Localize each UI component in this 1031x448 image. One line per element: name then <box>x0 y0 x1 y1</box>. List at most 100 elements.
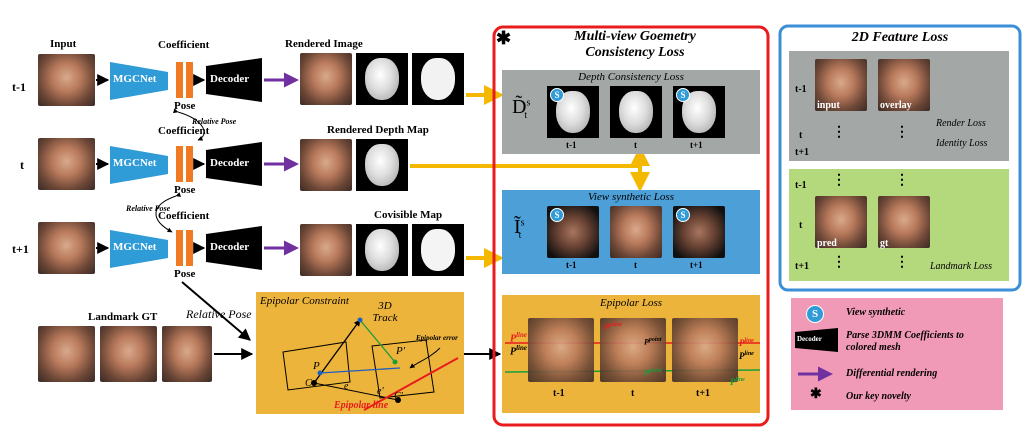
depth-frame-t-1: t-1 <box>566 140 577 150</box>
input-label: Input <box>50 38 77 50</box>
p-line-right-red-sup: line <box>744 338 754 344</box>
rendered-image-mask-1b <box>412 53 464 105</box>
p-point-2-sup: point <box>648 337 662 343</box>
decoder-block-2: Decoder <box>210 157 250 169</box>
covisible-mask-b <box>412 224 464 276</box>
covisible-map-label: Covisible Map <box>374 209 443 221</box>
epipolar-line-label: Epipolar line <box>334 400 389 411</box>
p-line-right-black-base: P <box>739 351 745 361</box>
view-frame-t: t <box>634 260 637 270</box>
render-dots-2: ⋮ <box>895 125 909 140</box>
legend-novelty: Our key novelty <box>846 391 911 402</box>
time-label-t-1: t-1 <box>12 80 26 94</box>
p-line-black-base: P <box>510 346 517 358</box>
mgcnet-label-1: MGCNet <box>113 73 157 85</box>
view-synthetic-icon: S <box>550 88 564 102</box>
covisible-mask-a <box>356 224 408 276</box>
render-row-t: t <box>799 130 803 141</box>
landmark-dots-top-2: ⋮ <box>895 173 909 188</box>
mvgc-title: Multi-view Goemetry Consistency Loss <box>515 29 755 61</box>
view-frame-t+1: t+1 <box>690 260 703 270</box>
landmark-row-t+1: t+1 <box>795 261 810 272</box>
covisible-face <box>300 224 352 276</box>
landmark-dots-bottom-1: ⋮ <box>832 255 846 270</box>
landmark-dots-bottom-2: ⋮ <box>895 255 909 270</box>
view-synthetic-icon: S <box>550 208 564 222</box>
p-line-red-base: P <box>510 333 517 345</box>
view-symbol-sub: t <box>518 230 522 241</box>
mgcnet-label-2: MGCNet <box>113 157 157 169</box>
landmark-row-t-1: t-1 <box>795 180 807 191</box>
mgcnet-label-3: MGCNet <box>113 241 157 253</box>
epipolar-error-label: Epipolar error <box>416 334 458 342</box>
p-line-right-red: Pline <box>739 338 754 348</box>
landmark-pred-label: pred <box>817 238 837 249</box>
decoder-block-3: Decoder <box>210 241 250 253</box>
depth-frame-t+1: t+1 <box>690 140 703 150</box>
p-line-right-green: Pline <box>730 377 745 387</box>
render-dots-1: ⋮ <box>832 125 846 140</box>
p-line-black-sup: line <box>516 344 527 352</box>
key-novelty-star: ✱ <box>496 28 512 48</box>
depth-loss-symbol: D̃st <box>512 96 530 121</box>
rendered-image-mask-1a <box>356 53 408 105</box>
pose-label-3: Pose <box>174 268 196 280</box>
p-point-3-sup: point <box>648 368 662 374</box>
p-point-2-base: P <box>644 337 649 347</box>
input-image-t <box>38 138 95 190</box>
depth-mask-t+1 <box>673 86 725 138</box>
depth-mask-t <box>610 86 662 138</box>
decoder-block-1: Decoder <box>210 73 250 85</box>
input-image-t+1 <box>38 222 95 274</box>
epipolar-image-t-1 <box>528 318 594 382</box>
landmark-pred-image <box>815 196 867 248</box>
relative-pose-label-small-2: Relative Pose <box>126 204 171 213</box>
view-frame-t-1: t-1 <box>566 260 577 270</box>
mgcnet-block-3 <box>110 230 168 268</box>
rendered-depth-mask <box>356 139 408 191</box>
p-point-label-1: Ppoint <box>604 322 622 332</box>
p-point-1-sup: point <box>608 322 622 328</box>
camera-C-label: C <box>305 378 312 389</box>
mvgc-title-line2: Consistency Loss <box>585 45 685 60</box>
render-overlay-label: overlay <box>880 100 912 111</box>
time-label-t: t <box>20 158 24 172</box>
render-row-t-1: t-1 <box>795 84 807 95</box>
legend-differential: Differential rendering <box>846 368 938 379</box>
p-point-label-3: Ppoint <box>644 368 662 378</box>
render-input-label: input <box>817 100 840 111</box>
epipole-e-label: e <box>344 381 349 392</box>
mgcnet-block-1 <box>110 62 168 100</box>
landmark-gt-image-2 <box>100 326 157 382</box>
render-loss-label: Render Loss <box>936 118 986 129</box>
depth-mask-t-1 <box>547 86 599 138</box>
landmark-gt-label: Landmark GT <box>88 311 158 323</box>
point-P-label: P <box>313 360 320 372</box>
p-line-red-sup: line <box>516 331 527 339</box>
legend-decoder-icon: Decoder <box>797 335 822 343</box>
legend-decoder-text: Parse 3DMM Coefficients to colored mesh <box>846 330 964 353</box>
landmark-gt-image-1 <box>38 326 95 382</box>
p-point-3-base: P <box>644 368 649 378</box>
depth-frame-t: t <box>634 140 637 150</box>
landmark-dots-top-1: ⋮ <box>832 173 846 188</box>
view-symbol-sup: s <box>520 217 525 229</box>
p-line-red-label: Pline <box>510 331 527 344</box>
p-line-right-black: Pline <box>739 351 754 361</box>
point-P-prime-label: P' <box>396 345 406 357</box>
p-line-black-label: Pline <box>510 344 527 357</box>
epipolar-loss-title: Epipolar Loss <box>599 297 663 309</box>
view-loss-symbol: Ĩst <box>514 216 525 241</box>
p-line-right-green-base: P <box>730 377 736 387</box>
depth-symbol-base: D̃ <box>512 96 527 118</box>
landmark-loss-label: Landmark Loss <box>930 261 992 272</box>
legend-s-icon: S <box>806 305 824 323</box>
rendered-image-face-1 <box>300 53 352 105</box>
view-symbol-base: Ĩ <box>514 216 521 238</box>
legend-view-synthetic: View synthetic <box>846 307 906 318</box>
epipolar-image-t <box>600 318 666 382</box>
time-label-t+1: t+1 <box>12 242 29 256</box>
landmark-gt-label: gt <box>880 238 889 249</box>
legend-star-icon: ✱ <box>810 387 822 402</box>
rendered-image-label: Rendered Image <box>285 38 363 50</box>
